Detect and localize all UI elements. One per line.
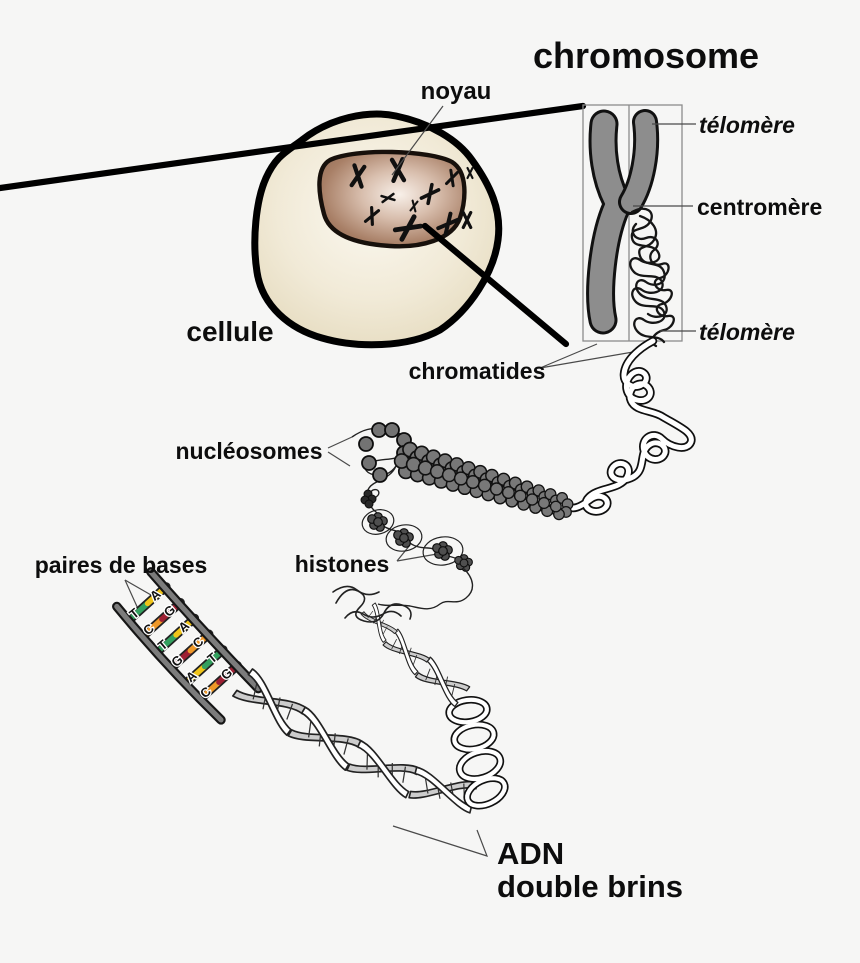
dark-bead [360,489,377,509]
dna-ladder: T A C G T A G C A T C G [112,567,264,725]
chromatin-coil-fiber [562,336,696,516]
title-chromosome: chromosome [533,35,759,76]
chromosome-panel [582,104,683,348]
label-adn-line2: double brins [497,869,683,904]
dna-double-helix [231,585,509,814]
label-paires-de-bases: paires de bases [35,552,208,578]
label-adn-line1: ADN [497,836,564,871]
right-chromatid-arm [618,109,660,215]
label-nucleosomes: nucléosomes [176,438,323,464]
string-to-helix [377,567,474,610]
helix-turn-loops [445,696,509,810]
left-chromatid [586,109,631,335]
solenoid-coil [393,441,574,521]
label-telomere-top: télomère [699,112,795,138]
chromosome-box [582,104,683,342]
helix-tangle [332,585,412,623]
base-left [154,632,179,655]
label-noyau: noyau [421,78,492,105]
zoom-line-top [0,102,587,192]
label-chromatides: chromatides [409,358,546,384]
base-left [126,600,151,623]
base-left [169,647,194,671]
cell [251,110,503,349]
base-left [140,616,165,639]
label-histones: histones [295,551,390,577]
label-centromere: centromère [697,194,822,220]
base-left [183,663,208,686]
base-pair-rungs [124,582,242,704]
nucleosome-fiber [351,422,574,610]
leader-lines [124,105,696,857]
label-telomere-bottom: télomère [699,319,795,345]
histone-clusters [361,509,473,572]
label-cellule: cellule [186,316,273,347]
zoom-line-bottom [421,222,570,348]
unraveled-chromatin-scribble [629,207,675,348]
ladder-rails [112,567,264,725]
labels: chromosome noyau cellule télomère centro… [35,35,823,904]
